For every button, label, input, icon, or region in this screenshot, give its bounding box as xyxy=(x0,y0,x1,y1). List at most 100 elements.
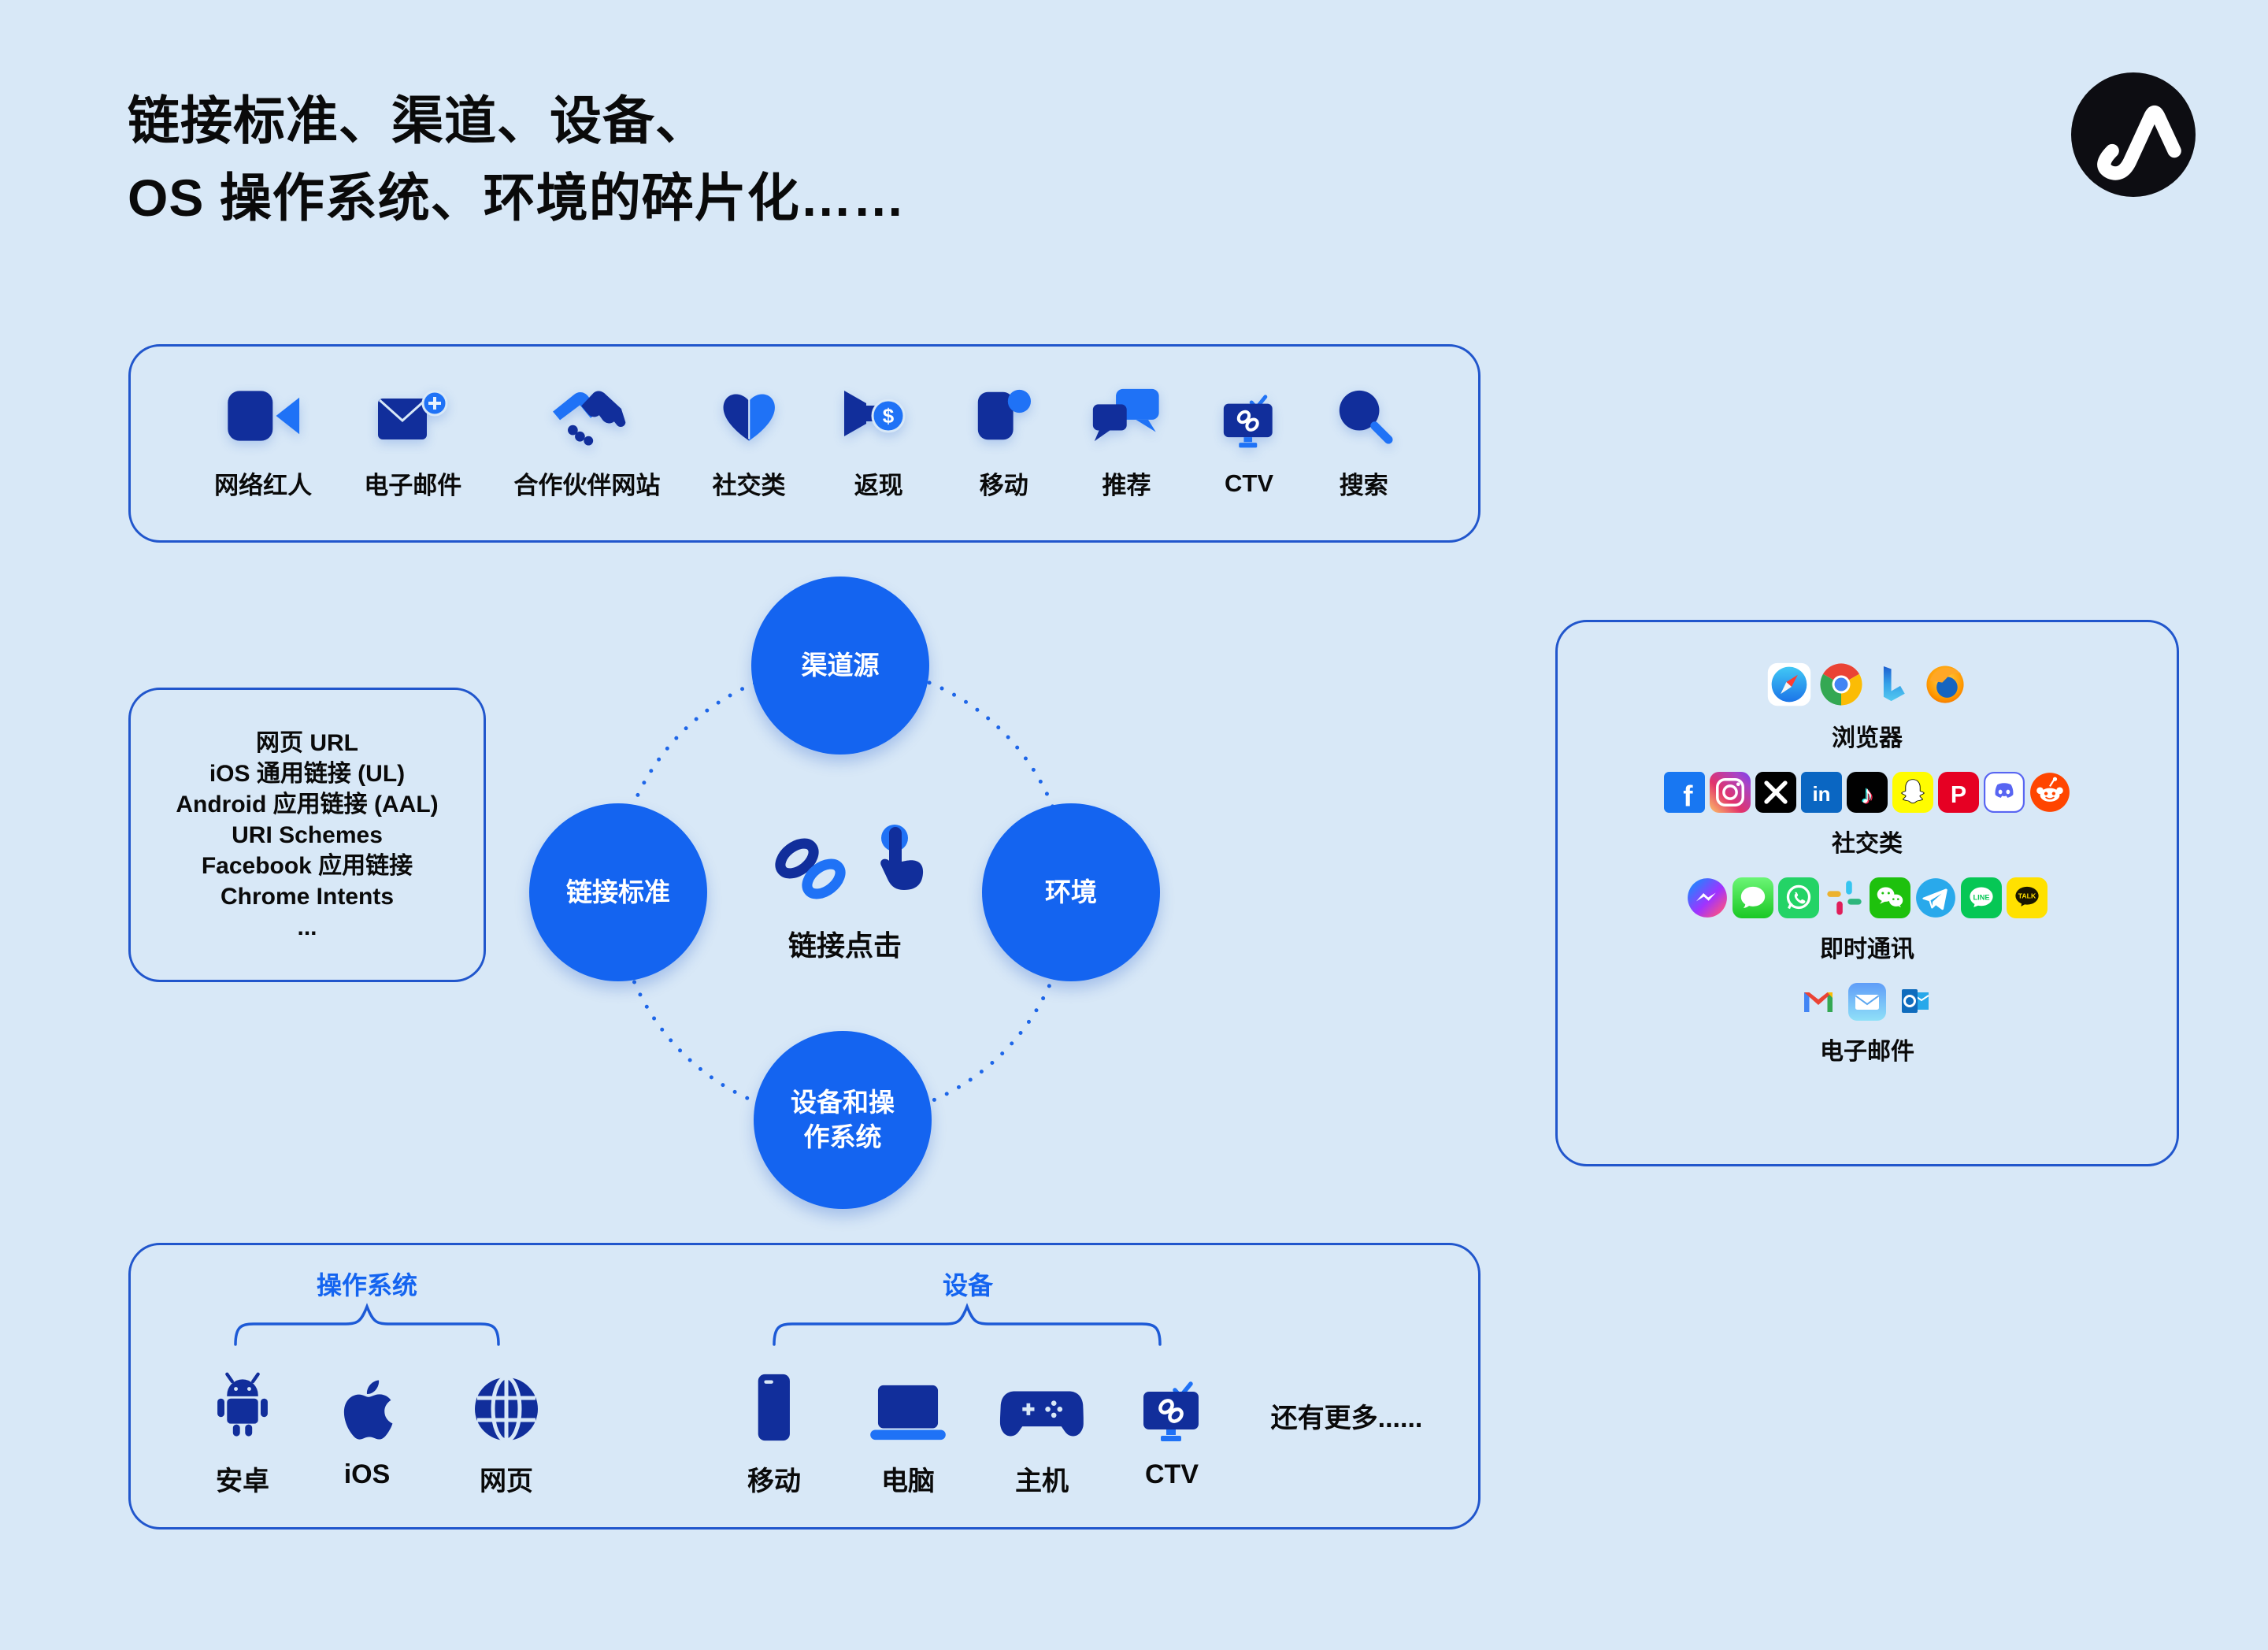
link-standard-line: iOS 通用链接 (UL) xyxy=(209,760,406,787)
browser-icons-row xyxy=(1763,662,1971,707)
device-group-label: 设备 xyxy=(942,1271,994,1300)
discord-icon xyxy=(1984,772,2025,813)
link-standard-line: ... xyxy=(297,914,317,940)
channel-item: 合作伙伴网站 xyxy=(513,386,660,501)
device-item: 电脑 xyxy=(865,1371,951,1498)
device-item: 移动 xyxy=(747,1371,801,1498)
globe-icon xyxy=(472,1371,541,1444)
svg-text:f: f xyxy=(1683,780,1693,812)
ctv-icon xyxy=(1217,390,1280,454)
channel-label: 合作伙伴网站 xyxy=(513,472,661,499)
svg-text:P: P xyxy=(1951,782,1966,808)
chain-link-icon xyxy=(765,832,857,911)
platforms-box: 操作系统 安卓 iOS 网页 设备 移动 电脑 主机 xyxy=(128,1243,1480,1529)
channel-item: 搜索 xyxy=(1333,386,1395,501)
device-label: 主机 xyxy=(1014,1466,1069,1496)
channels-box: 网络红人 电子邮件 合作伙伴网站 社交类 $ 返现 移动 推荐 CTV xyxy=(128,344,1480,543)
outlook-icon xyxy=(1902,989,1929,1013)
channel-item: $ 返现 xyxy=(838,386,920,501)
ecosystem-box: 浏览器 f in ♪♪♪ P 社交类 LINE TALK 即时通讯 xyxy=(1555,620,2179,1166)
firefox-icon xyxy=(1926,666,1964,703)
messaging-icons-row: LINE TALK xyxy=(1684,877,2050,918)
apple-icon xyxy=(338,1371,396,1444)
link-standard-line: Chrome Intents xyxy=(220,883,395,910)
telegram-icon xyxy=(1916,878,1955,918)
pinterest-icon: P xyxy=(1938,772,1979,813)
channel-label: CTV xyxy=(1225,469,1274,497)
smartphone-icon xyxy=(753,1371,795,1444)
os-group-label: 操作系统 xyxy=(316,1271,418,1300)
channel-item: 网络红人 xyxy=(214,386,312,501)
kakaotalk-icon: TALK xyxy=(2007,877,2048,918)
snapchat-icon xyxy=(1892,772,1933,813)
title-line-1: 链接标准、渠道、设备、 xyxy=(128,91,708,150)
ctv-icon xyxy=(1136,1371,1208,1444)
svg-text:TALK: TALK xyxy=(2018,892,2036,900)
link-standards-list: 网页 URL iOS 通用链接 (UL) Android 应用链接 (AAL) … xyxy=(176,728,438,943)
cycle-node-link-standards: 链接标准 xyxy=(529,803,707,981)
cycle-node-label: 设备和操 xyxy=(791,1088,895,1117)
channel-label: 推荐 xyxy=(1102,472,1151,499)
svg-text:♪: ♪ xyxy=(1861,781,1873,809)
instagram-icon xyxy=(1710,772,1751,813)
channel-item: 推荐 xyxy=(1088,386,1165,501)
cycle-node-device-os: 设备和操 作系统 xyxy=(754,1031,932,1209)
social-row-label: 社交类 xyxy=(1832,831,1903,857)
device-item: CTV xyxy=(1136,1371,1208,1490)
link-standard-line: Facebook 应用链接 xyxy=(201,852,413,879)
email-plus-icon xyxy=(375,386,450,450)
link-standards-box: 网页 URL iOS 通用链接 (UL) Android 应用链接 (AAL) … xyxy=(128,688,486,982)
os-item: 网页 xyxy=(472,1371,541,1498)
cycle-center-label: 链接点击 xyxy=(788,929,902,962)
line-icon: LINE xyxy=(1961,877,2002,918)
apple-mail-icon xyxy=(1848,983,1886,1021)
safari-icon xyxy=(1767,662,1811,706)
cycle-node-environment: 环境 xyxy=(982,803,1160,981)
device-label: 电脑 xyxy=(880,1466,935,1496)
device-label: CTV xyxy=(1145,1459,1199,1489)
gmail-icon xyxy=(1804,992,1833,1012)
channel-item: 移动 xyxy=(972,386,1036,501)
channel-item: 社交类 xyxy=(713,386,786,501)
svg-text:♪: ♪ xyxy=(1859,780,1872,808)
imessage-icon xyxy=(1732,877,1773,918)
game-controller-icon xyxy=(999,1371,1084,1444)
channel-label: 搜索 xyxy=(1339,472,1388,499)
whatsapp-icon xyxy=(1778,877,1819,918)
laptop-icon xyxy=(865,1371,951,1444)
linkedin-icon: in xyxy=(1801,772,1842,813)
cycle-node-label: 作系统 xyxy=(803,1122,882,1151)
channel-item: 电子邮件 xyxy=(364,386,461,501)
link-standard-line: Android 应用链接 (AAL) xyxy=(176,791,439,818)
email-row-label: 电子邮件 xyxy=(1820,1039,1914,1065)
browser-row-label: 浏览器 xyxy=(1832,725,1903,751)
channel-item: CTV xyxy=(1217,390,1280,498)
os-label: 网页 xyxy=(480,1466,533,1496)
channel-label: 网络红人 xyxy=(214,472,313,499)
link-standard-line: URI Schemes xyxy=(232,821,383,848)
wechat-icon xyxy=(1870,877,1910,918)
slack-icon xyxy=(1827,881,1862,915)
handshake-icon xyxy=(546,386,628,450)
cycle-node-label: 渠道源 xyxy=(801,651,880,680)
messaging-row-label: 即时通讯 xyxy=(1820,936,1914,962)
x-icon xyxy=(1755,772,1796,813)
os-label: iOS xyxy=(343,1459,391,1489)
tiktok-icon: ♪♪♪ xyxy=(1847,772,1888,813)
more-devices-text: 还有更多...... xyxy=(1270,1403,1423,1433)
cycle-node-label: 环境 xyxy=(1045,877,1097,907)
messenger-icon xyxy=(1688,878,1727,918)
channel-label: 移动 xyxy=(979,472,1028,499)
svg-text:LINE: LINE xyxy=(1973,894,1990,902)
channel-label: 电子邮件 xyxy=(364,472,462,499)
title-line-2: OS 操作系统、环境的碎片化…… xyxy=(128,169,906,227)
channel-label: 社交类 xyxy=(712,472,786,499)
mobile-icon xyxy=(972,386,1036,450)
megaphone-cashback-icon: $ xyxy=(838,386,920,450)
heart-icon xyxy=(716,386,782,450)
svg-text:$: $ xyxy=(882,404,894,428)
android-icon xyxy=(209,1371,276,1444)
device-item: 主机 xyxy=(999,1371,1084,1498)
chat-bubbles-icon xyxy=(1088,386,1165,450)
